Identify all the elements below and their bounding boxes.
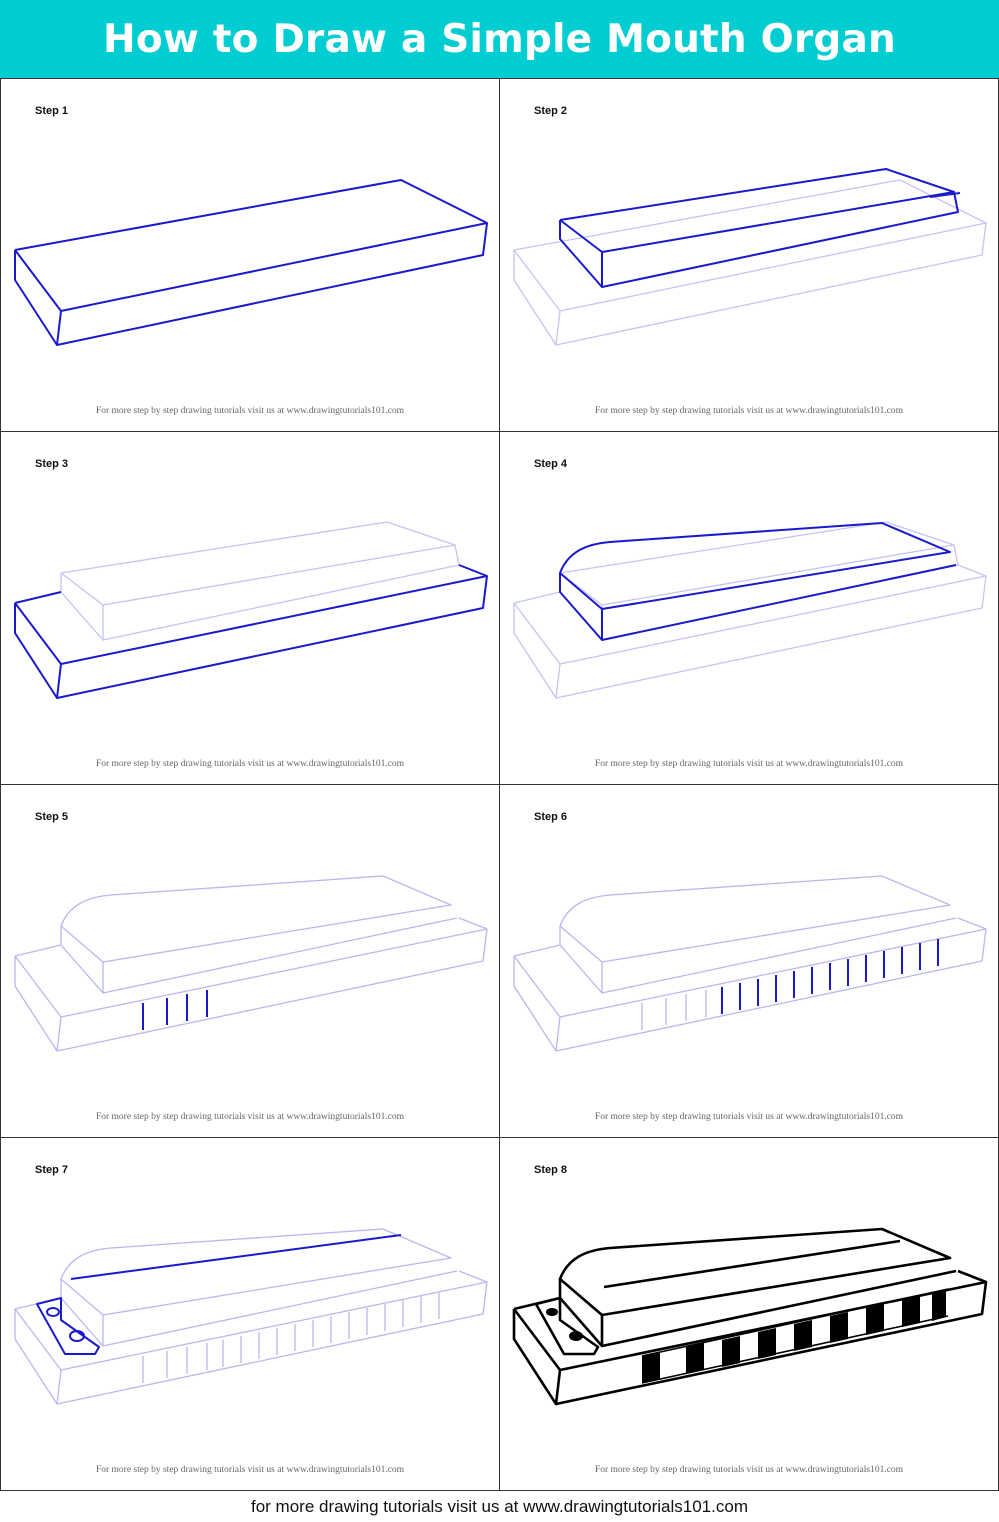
step-7-drawing	[14, 1228, 488, 1405]
step-6-drawing	[513, 875, 987, 1052]
step-label: Step 1	[35, 105, 69, 117]
step-label: Step 8	[534, 1164, 568, 1176]
step-panel-3: Step 3 For more step by step drawing tut…	[0, 431, 500, 785]
credit-text: For more step by step drawing tutorials …	[594, 406, 904, 416]
credit-text: For more step by step drawing tutorials …	[95, 1112, 405, 1122]
step-label: Step 3	[35, 458, 69, 470]
step-panel-7: Step 7	[0, 1137, 500, 1491]
credit-text: For more step by step drawing tutorials …	[594, 1112, 904, 1122]
step-2-drawing	[513, 168, 987, 346]
step-panel-4: Step 4 For more step by step drawing tut…	[499, 431, 999, 785]
step-label: Step 5	[35, 811, 69, 823]
credit-text: For more step by step drawing tutorials …	[95, 406, 405, 416]
step-4-drawing	[513, 521, 987, 699]
step-label: Step 4	[534, 458, 568, 470]
credit-text: For more step by step drawing tutorials …	[594, 1465, 904, 1475]
step-panel-6: Step 6	[499, 784, 999, 1138]
page-footer: for more drawing tutorials visit us at w…	[0, 1492, 999, 1522]
steps-grid: Step 1 For more step by step drawing tut…	[0, 78, 999, 1492]
footer-text: for more drawing tutorials visit us at w…	[251, 1497, 748, 1516]
step-panel-1: Step 1 For more step by step drawing tut…	[0, 78, 500, 432]
credit-text: For more step by step drawing tutorials …	[95, 759, 405, 769]
credit-text: For more step by step drawing tutorials …	[594, 759, 904, 769]
step-1-drawing	[14, 179, 488, 346]
step-3-drawing	[14, 521, 488, 699]
step-5-drawing	[14, 875, 488, 1052]
step-panel-8: Step 8	[499, 1137, 999, 1491]
step-8-drawing	[512, 1227, 988, 1406]
page-header: How to Draw a Simple Mouth Organ	[0, 0, 999, 78]
credit-text: For more step by step drawing tutorials …	[95, 1465, 405, 1475]
step-panel-5: Step 5 For more step by step drawing tut…	[0, 784, 500, 1138]
step-label: Step 7	[35, 1164, 69, 1176]
step-panel-2: Step 2 For more step by step drawing tut…	[499, 78, 999, 432]
step-label: Step 6	[534, 811, 568, 823]
step-label: Step 2	[534, 105, 568, 117]
page-title: How to Draw a Simple Mouth Organ	[102, 16, 897, 62]
